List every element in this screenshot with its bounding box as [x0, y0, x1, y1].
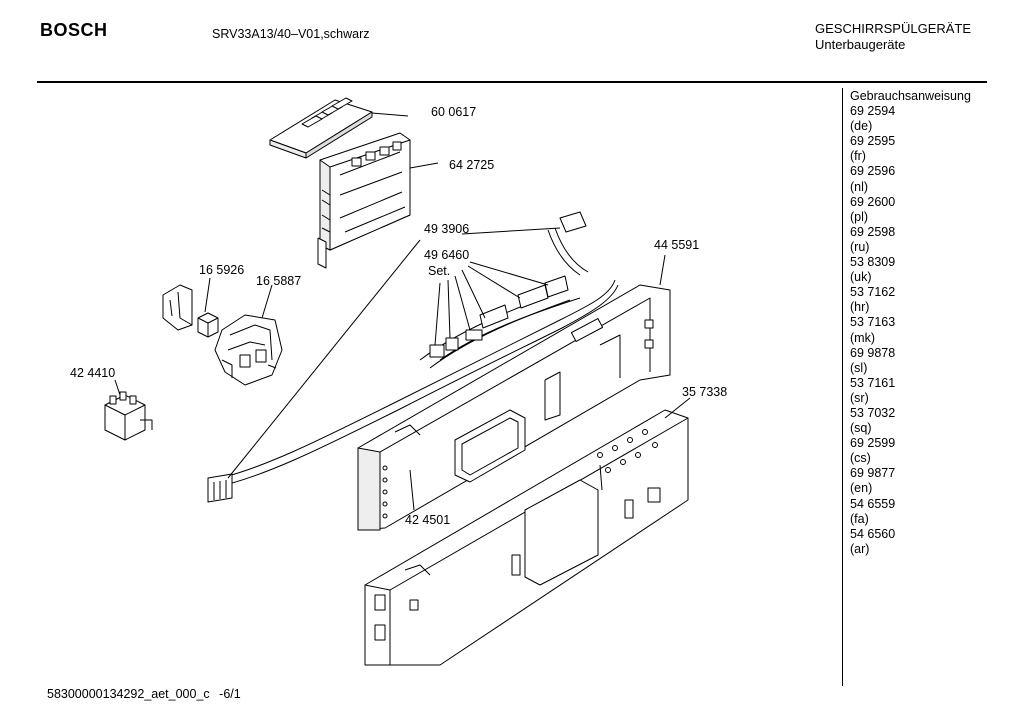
manual-language: (mk) — [850, 330, 875, 345]
manual-number[interactable]: 69 2600 — [850, 194, 896, 209]
manual-language: (nl) — [850, 179, 869, 194]
manual-number[interactable]: 69 2595 — [850, 134, 896, 149]
manual-language: (cs) — [850, 451, 871, 466]
manual-language: (sl) — [850, 360, 868, 375]
manual-number[interactable]: 69 9878 — [850, 345, 896, 360]
manual-number[interactable]: 54 6559 — [850, 496, 896, 511]
part-set-label: Set. — [428, 264, 451, 278]
manual-number[interactable]: 53 7032 — [850, 405, 896, 420]
manual-language: (uk) — [850, 270, 872, 285]
part-label: 42 4410 — [70, 366, 116, 380]
manual-language: (ru) — [850, 239, 870, 254]
manual-number[interactable]: 53 8309 — [850, 255, 896, 270]
part-label: 42 4501 — [405, 513, 451, 527]
category-title: GESCHIRRSPÜLGERÄTE — [815, 21, 972, 36]
manual-list: Gebrauchsanweisung 69 2594 (de) 69 2595 … — [850, 89, 971, 557]
manual-list-title: Gebrauchsanweisung — [850, 89, 971, 103]
header-divider — [37, 81, 987, 83]
manual-number[interactable]: 54 6560 — [850, 526, 896, 541]
part-control-module[interactable] — [317, 132, 411, 269]
manual-number[interactable]: 69 2599 — [850, 436, 896, 451]
manual-number[interactable]: 53 7163 — [850, 315, 896, 330]
part-label: 16 5926 — [199, 263, 245, 277]
manual-language: (sr) — [850, 390, 869, 405]
model-number: SRV33A13/40–V01,schwarz — [212, 27, 370, 41]
part-bottom-panel[interactable] — [364, 409, 689, 666]
manual-language: (sq) — [850, 421, 872, 436]
part-label: 35 7338 — [682, 385, 728, 399]
part-label: 60 0617 — [431, 105, 477, 119]
part-cable-set[interactable] — [419, 275, 581, 369]
leader-lines — [114, 112, 691, 511]
manual-number[interactable]: 53 7162 — [850, 285, 896, 300]
document-id: 58300000134292_aet_000_c — [47, 687, 210, 701]
manual-number[interactable]: 53 7161 — [850, 375, 896, 390]
manual-language: (pl) — [850, 209, 869, 224]
part-switch-housing[interactable] — [214, 314, 283, 386]
part-label: 64 2725 — [449, 158, 495, 172]
sidebar-divider — [842, 88, 843, 686]
part-frame[interactable] — [357, 284, 671, 531]
brand-logo: BOSCH — [40, 20, 108, 40]
manual-number[interactable]: 69 2598 — [850, 224, 896, 239]
part-label: 44 5591 — [654, 238, 700, 252]
footer: 58300000134292_aet_000_c -6/1 — [47, 687, 241, 701]
part-relay[interactable] — [104, 391, 153, 441]
manual-language: (en) — [850, 481, 873, 496]
part-bracket[interactable] — [162, 284, 193, 331]
manual-language: (hr) — [850, 300, 870, 315]
part-small-block[interactable] — [197, 312, 219, 338]
manual-number[interactable]: 69 9877 — [850, 466, 896, 481]
manual-number[interactable]: 69 2594 — [850, 104, 896, 119]
part-key-strip[interactable] — [269, 97, 373, 159]
page-number: -6/1 — [219, 687, 241, 701]
part-label: 49 6460 — [424, 248, 470, 262]
manual-language: (fr) — [850, 149, 866, 164]
part-label: 16 5887 — [256, 274, 302, 288]
manual-language: (ar) — [850, 541, 870, 556]
manual-language: (de) — [850, 119, 873, 134]
manual-number[interactable]: 69 2596 — [850, 164, 896, 179]
part-cable-harness-long[interactable] — [207, 211, 619, 503]
manual-language: (fa) — [850, 511, 869, 526]
part-label: 49 3906 — [424, 222, 470, 236]
category-subtitle: Unterbaugeräte — [815, 37, 906, 52]
